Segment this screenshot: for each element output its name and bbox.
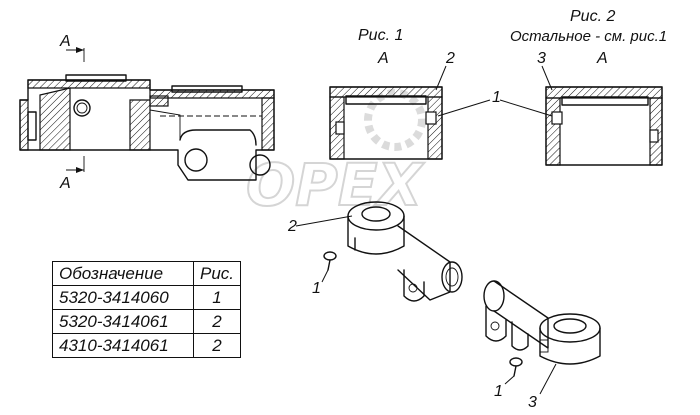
header-designation: Обозначение xyxy=(52,261,194,286)
fig2-title: Рис. 2 xyxy=(570,8,615,25)
fig-callout-1-label: 1 xyxy=(492,89,501,106)
fig2-view-label: A xyxy=(596,50,608,67)
watermark-text: OPEX xyxy=(246,151,425,219)
fig1-title: Рис. 1 xyxy=(358,27,403,44)
table-row: 5320-3414060 1 xyxy=(52,285,242,310)
fig1-section-view: Рис. 1 A 2 xyxy=(329,27,455,160)
cell-code: 5320-3414061 xyxy=(52,309,194,334)
upper-callout-1: 1 xyxy=(312,280,321,297)
fig-callout-1: 1 xyxy=(437,89,553,117)
main-section-view xyxy=(19,74,275,181)
lower-isometric-part: 1 3 xyxy=(483,280,601,411)
cell-fig: 1 xyxy=(192,285,242,310)
cell-fig: 2 xyxy=(192,309,242,334)
section-label-bottom: A xyxy=(59,175,71,192)
watermark-gear-icon xyxy=(364,89,426,151)
fig2-pin-icon xyxy=(551,111,563,125)
table-row: 5320-3414061 2 xyxy=(52,309,242,334)
pin-icon-lower xyxy=(509,357,523,367)
cell-code: 5320-3414060 xyxy=(52,285,194,310)
spec-table-header: Обозначение Рис. xyxy=(52,261,242,286)
fig1-view-label: A xyxy=(377,50,389,67)
fig2-subtitle: Остальное - см. рис.1 xyxy=(510,28,667,45)
fig2-callout-3: 3 xyxy=(537,50,546,67)
fig2-section-view: Рис. 2 Остальное - см. рис.1 A 3 xyxy=(510,8,667,166)
watermark: OPEX xyxy=(245,89,426,220)
table-row: 4310-3414061 2 xyxy=(52,333,242,358)
upper-callout-2: 2 xyxy=(287,218,297,235)
section-mark-top: A xyxy=(59,33,85,62)
upper-isometric-part: 2 1 xyxy=(287,201,463,302)
cell-fig: 2 xyxy=(192,333,242,358)
spec-table: Обозначение Рис. 5320-3414060 1 5320-341… xyxy=(52,261,242,358)
fig1-pin-icon xyxy=(425,111,437,125)
lower-callout-3: 3 xyxy=(528,394,537,411)
section-label-top: A xyxy=(59,33,71,50)
cell-code: 4310-3414061 xyxy=(52,333,194,358)
section-mark-bottom: A xyxy=(59,156,85,192)
header-fig: Рис. xyxy=(192,261,242,286)
pin-icon-upper xyxy=(323,251,337,261)
lower-callout-1: 1 xyxy=(494,383,503,400)
fig1-callout-2: 2 xyxy=(445,50,455,67)
